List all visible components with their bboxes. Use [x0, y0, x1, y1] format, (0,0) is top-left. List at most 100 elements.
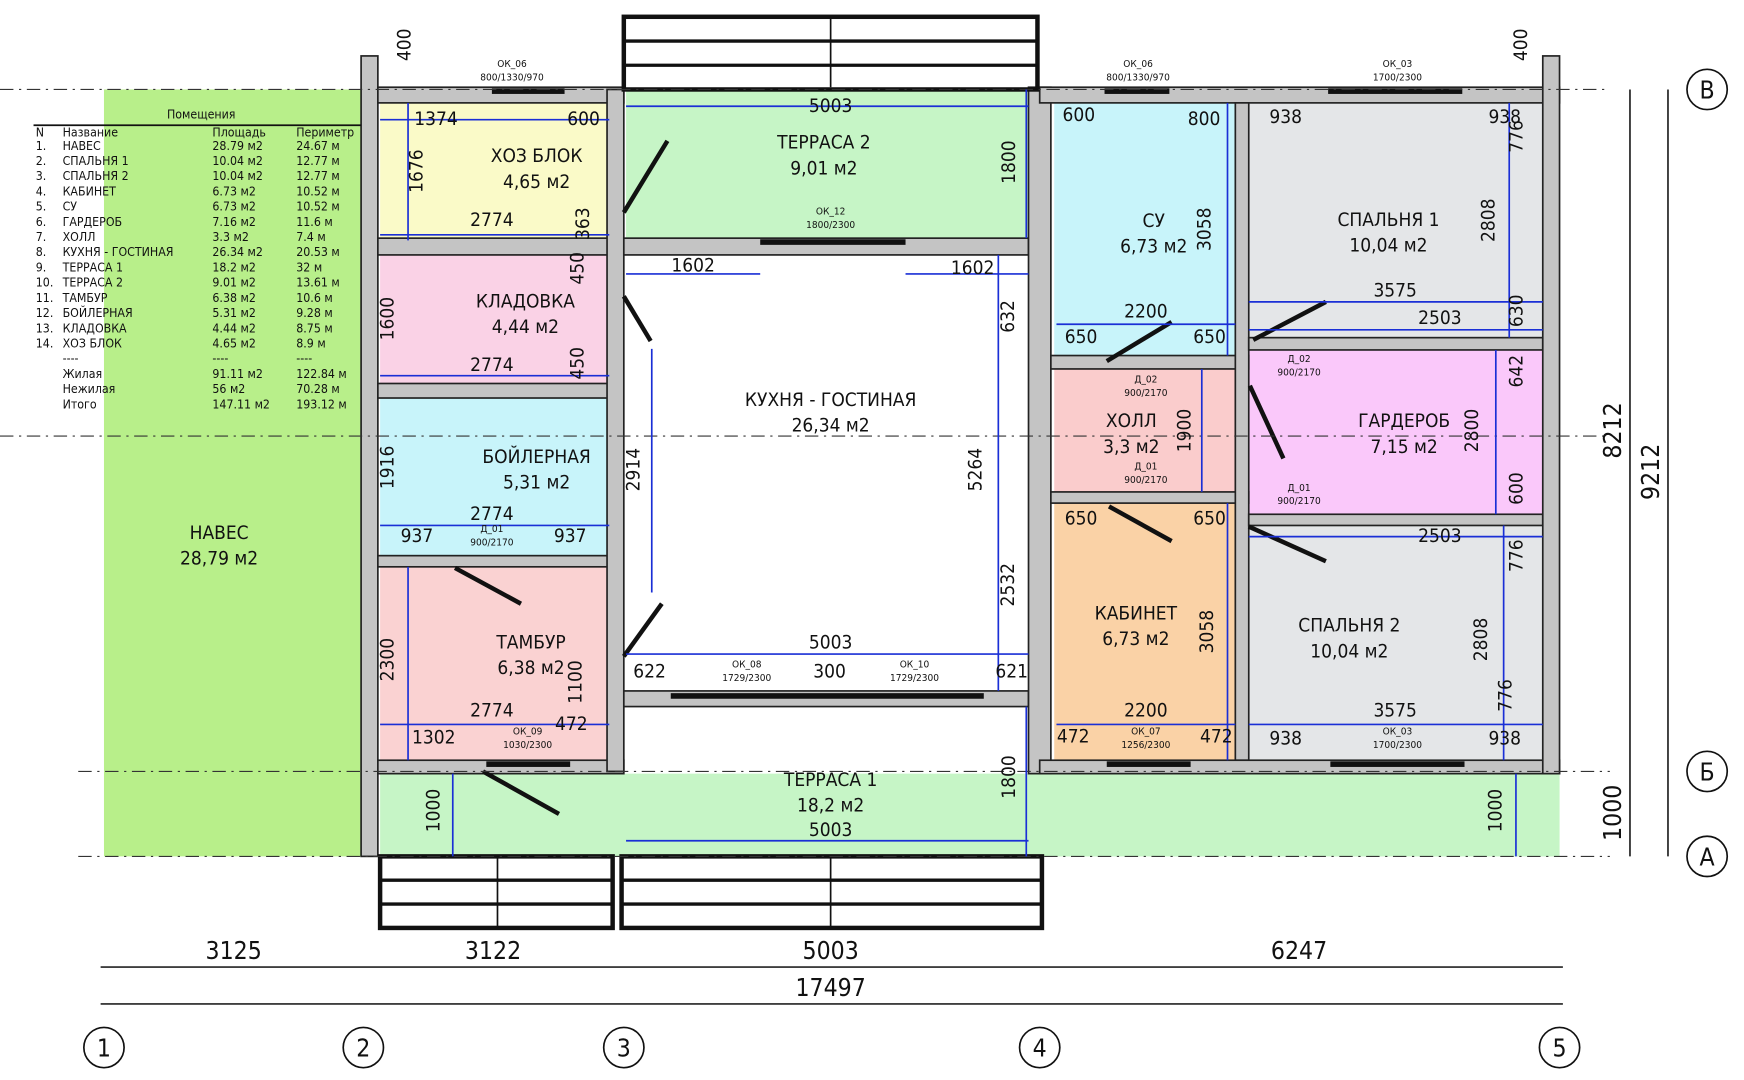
dimension-label: 2774	[470, 503, 514, 525]
door-swing	[621, 295, 653, 343]
table-cell: 122.84 м	[296, 367, 347, 381]
dimension-label: 650	[1193, 326, 1226, 348]
room-name: ГАРДЕРОБ	[1358, 410, 1450, 432]
overall-dimension: 8212	[1598, 402, 1627, 458]
dimension-label: 1602	[671, 255, 714, 277]
room-name: КАБИНЕТ	[1095, 602, 1178, 624]
table-cell: 6.73 м2	[212, 200, 255, 214]
door-swing	[453, 565, 523, 606]
dimension-label: 363	[572, 207, 594, 240]
axis-marker	[1018, 1026, 1061, 1069]
room-hoz	[380, 102, 610, 241]
dimension-label: 776	[1506, 539, 1528, 572]
table-cell: 10.52 м	[296, 184, 339, 198]
table-cell: КАБИНЕТ	[63, 184, 117, 198]
dimension-label: 1302	[412, 726, 456, 748]
table-cell: 8.75 м	[296, 321, 332, 335]
wall	[360, 55, 379, 858]
dimension-label: 2503	[1418, 525, 1462, 547]
table-cell: 20.53 м	[296, 245, 339, 259]
dimension-label: 2800	[1461, 409, 1483, 452]
axis-label: 5	[1552, 1033, 1566, 1062]
dimension-label: 3058	[1196, 610, 1218, 654]
table-cell: НАВЕС	[63, 139, 101, 153]
table-cell: 28.79 м2	[212, 139, 263, 153]
room-name: ТАМБУР	[495, 631, 565, 653]
opening-size: 800/1330/970	[480, 73, 544, 84]
opening-size: 1800/2300	[806, 220, 855, 231]
table-cell: ТЕРРАСА 2	[62, 276, 123, 290]
overall-dimension: 9212	[1636, 444, 1665, 500]
door-swing	[1247, 384, 1286, 460]
table-title: Помещения	[167, 108, 235, 122]
wall	[1050, 354, 1250, 370]
dimension-label: 3575	[1373, 279, 1417, 301]
axis-label: 3	[617, 1033, 631, 1062]
window	[760, 239, 906, 245]
table-cell: ----	[296, 352, 312, 366]
room-name: КЛАДОВКА	[476, 290, 575, 312]
door-swing	[622, 602, 664, 658]
opening-code: ОК_03	[1383, 727, 1413, 738]
opening-code: ОК_10	[900, 659, 930, 670]
axis-label: А	[1700, 842, 1715, 871]
room-naves	[103, 89, 362, 857]
dimension-label: 622	[633, 661, 666, 683]
dimension-label: 2914	[622, 448, 644, 491]
room-area: 5,31 м2	[503, 472, 570, 494]
table-cell: 14.	[36, 336, 54, 350]
opening-code: ОК_07	[1131, 727, 1161, 738]
opening-size: 1700/2300	[1373, 740, 1422, 751]
table-cell: ХОЗ БЛОК	[63, 336, 122, 350]
room-terrace2	[626, 89, 1029, 239]
opening-code: ОК_12	[816, 207, 846, 218]
room-name: СПАЛЬНЯ 1	[1337, 209, 1439, 231]
table-cell: ТАМБУР	[62, 291, 108, 305]
dimension-label: 5003	[809, 631, 852, 653]
table-cell: 12.77 м	[296, 154, 339, 168]
dimension-label: 1374	[414, 108, 458, 130]
opening-size: 900/2170	[1277, 496, 1321, 507]
room-area: 10,04 м2	[1310, 640, 1388, 662]
table-cell: ТЕРРАСА 1	[62, 260, 123, 274]
opening-size: 1700/2300	[1373, 73, 1422, 84]
overall-dimension: 1000	[1598, 785, 1627, 841]
opening-size: 1256/2300	[1121, 740, 1170, 751]
room-area: 4,44 м2	[492, 316, 559, 338]
dimension-label: 937	[554, 525, 587, 547]
dimension-label: 938	[1488, 728, 1521, 750]
opening-code: Д_02	[1288, 354, 1311, 365]
table-cell: 10.04 м2	[212, 169, 263, 183]
table-cell: 10.04 м2	[212, 154, 263, 168]
table-cell: 8.	[36, 245, 47, 259]
room-kabinet	[1054, 503, 1236, 761]
dimension-label: 450	[567, 252, 589, 285]
dimension-label: 2808	[1470, 618, 1492, 662]
dimension-label: 1000	[422, 789, 444, 833]
room-area: 4,65 м2	[503, 171, 570, 193]
opening-size: 900/2170	[1124, 388, 1168, 399]
table-cell: ----	[212, 352, 228, 366]
dimension-label: 1676	[406, 149, 428, 193]
dimension-label: 3058	[1194, 207, 1216, 250]
axis-marker	[1686, 68, 1729, 111]
room-area: 6,73 м2	[1102, 628, 1169, 650]
table-cell: 32 м	[296, 260, 322, 274]
table-cell: 8.9 м	[296, 336, 325, 350]
dimension-label: 472	[1057, 725, 1090, 747]
door-swing	[1107, 504, 1173, 544]
wall	[1027, 86, 1052, 775]
wall	[1541, 55, 1561, 775]
table-cell: 6.38 м2	[212, 291, 255, 305]
dimension-label: 938	[1269, 106, 1302, 128]
table-cell: КЛАДОВКА	[63, 321, 127, 335]
dimension-label: 938	[1488, 106, 1521, 128]
room-boiler	[380, 398, 610, 556]
axis-marker	[602, 1026, 645, 1069]
table-cell: 9.28 м	[296, 306, 332, 320]
table-cell: 5.	[36, 200, 47, 214]
dimension-label: 650	[1193, 507, 1226, 529]
overall-dimension: 3122	[465, 936, 521, 965]
overall-dimension: 5003	[803, 936, 859, 965]
room-garderob	[1248, 349, 1543, 515]
